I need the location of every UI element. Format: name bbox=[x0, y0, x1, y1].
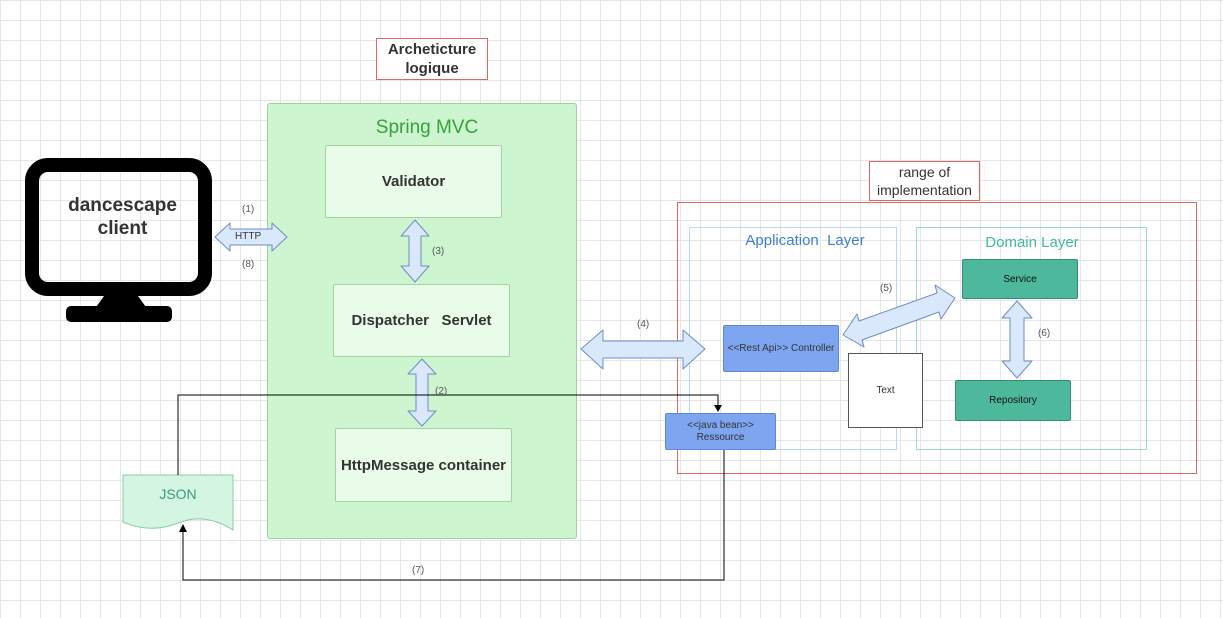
arrow-mvc-controller[interactable] bbox=[580, 329, 706, 370]
arrow-service-repository[interactable] bbox=[1001, 300, 1033, 379]
step-label-3: (3) bbox=[432, 246, 445, 257]
step-label-5: (5) bbox=[880, 283, 893, 294]
arrowhead-json bbox=[179, 524, 187, 532]
application-layer-title: Application Layer bbox=[745, 231, 865, 249]
validator-box[interactable]: Validator bbox=[325, 145, 502, 218]
domain-layer-container[interactable] bbox=[916, 227, 1147, 450]
arrow-validator-dispatcher[interactable] bbox=[400, 219, 430, 283]
architecture-title-box: Archeticture logique bbox=[376, 38, 488, 80]
step-label-2: (2) bbox=[435, 386, 448, 397]
monitor-icon bbox=[25, 158, 212, 322]
client-label: dancescape client bbox=[68, 195, 177, 239]
step-label-7: (7) bbox=[412, 565, 425, 576]
rest-api-controller-box[interactable]: <<Rest Api>> Controller bbox=[723, 325, 839, 372]
text-box[interactable]: Text bbox=[848, 353, 923, 428]
dispatcher-servlet-box[interactable]: Dispatcher Servlet bbox=[333, 284, 510, 357]
step-label-6: (6) bbox=[1038, 328, 1051, 339]
arrow-controller-service[interactable] bbox=[842, 284, 956, 348]
httpmessage-container-box[interactable]: HttpMessage container bbox=[335, 428, 512, 502]
arrow-dispatcher-container[interactable] bbox=[407, 358, 437, 427]
step-label-8: (8) bbox=[242, 259, 255, 270]
service-box[interactable]: Service bbox=[962, 259, 1078, 299]
range-of-implementation-container[interactable] bbox=[677, 202, 1197, 474]
step-label-4: (4) bbox=[637, 319, 650, 330]
architecture-title: Archeticture logique bbox=[387, 41, 477, 77]
connector-ressource-json-bottom bbox=[182, 450, 725, 581]
spring-mvc-title: Spring MVC bbox=[375, 117, 479, 138]
step-label-1: (1) bbox=[242, 204, 255, 215]
domain-layer-title: Domain Layer bbox=[985, 233, 1079, 251]
http-double-arrow[interactable] bbox=[214, 222, 288, 252]
http-label: HTTP bbox=[235, 231, 262, 242]
connector-json-ressource-top bbox=[177, 394, 719, 475]
ressource-java-bean-box[interactable]: <<java bean>> Ressource bbox=[665, 413, 776, 450]
range-title: range of implementation bbox=[877, 164, 972, 198]
arrowhead-ressource bbox=[714, 405, 722, 412]
document-icon[interactable] bbox=[122, 474, 234, 531]
range-title-box: range of implementation bbox=[869, 161, 980, 201]
json-label: JSON bbox=[159, 486, 197, 502]
repository-box[interactable]: Repository bbox=[955, 380, 1071, 421]
